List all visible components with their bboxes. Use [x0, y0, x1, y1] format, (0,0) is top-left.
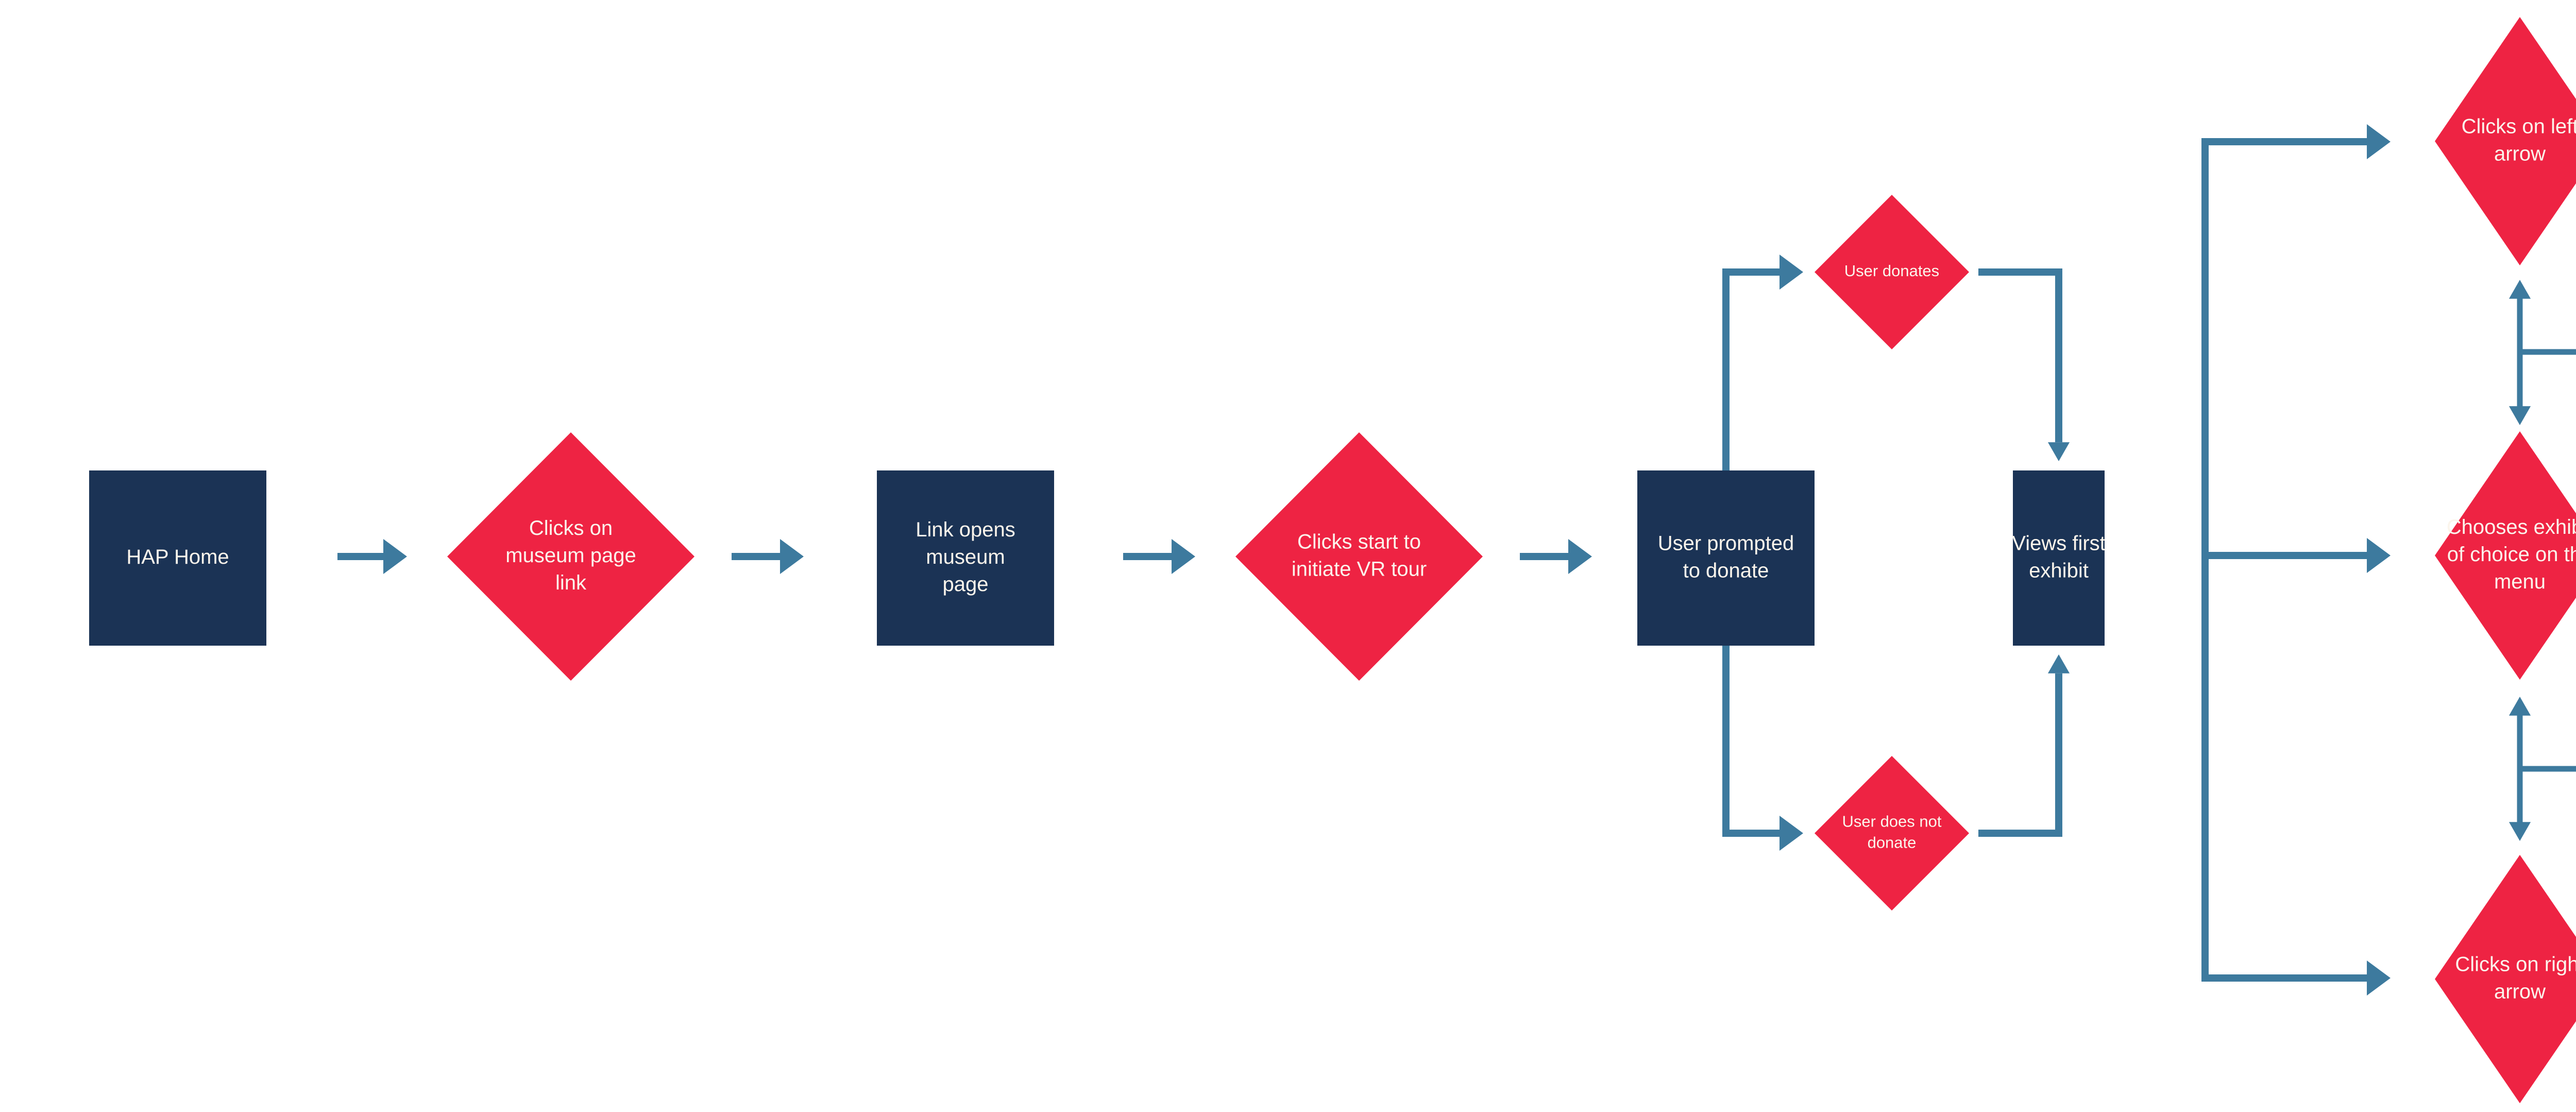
arrow-head-right — [1780, 816, 1803, 851]
connector-line — [1978, 268, 2062, 443]
arrow-head-up — [2509, 697, 2531, 716]
arrow-head-right — [1568, 539, 1592, 574]
node-user-donates[interactable]: User donates — [1815, 195, 1969, 349]
arrow-head-up — [2509, 280, 2531, 299]
connector-c-home-to-link — [337, 539, 407, 574]
arrow-head-right — [780, 539, 804, 574]
connector-c-donates-to-first — [1978, 268, 2070, 461]
decision-diamond[interactable] — [1235, 432, 1483, 681]
arrow-head-down — [2509, 822, 2531, 841]
connector-c-trunk-bottom — [2201, 555, 2391, 996]
decision-diamond[interactable] — [1815, 195, 1969, 349]
connector-c-loop-upper — [2509, 280, 2576, 425]
connector-c-notdonate-to-first — [1978, 654, 2070, 837]
connector-line — [2201, 555, 2367, 982]
decision-diamond[interactable] — [447, 432, 694, 681]
connector-c-loop-lower — [2509, 697, 2576, 841]
decision-diamond[interactable] — [2435, 17, 2576, 265]
connector-c-prompt-to-donates — [1722, 255, 1803, 470]
process-box[interactable] — [1637, 470, 1815, 646]
node-hap-home[interactable]: HAP Home — [89, 470, 266, 646]
decision-diamond[interactable] — [2435, 431, 2576, 680]
arrow-head-right — [1172, 539, 1195, 574]
arrow-head-right — [1780, 255, 1803, 290]
connector-c-start-to-prompt — [1520, 539, 1592, 574]
process-box[interactable] — [877, 470, 1054, 646]
connector-c-trunk-top — [2201, 124, 2391, 555]
arrow-head-right — [2367, 961, 2391, 996]
arrow-head-right — [2367, 538, 2391, 573]
connector-line — [2201, 138, 2367, 555]
arrow-head-down — [2509, 406, 2531, 425]
connector-layer — [337, 124, 2576, 996]
node-label: HAP Home — [126, 546, 229, 568]
connector-line — [1722, 646, 1780, 837]
connector-c-trunk-mid — [2205, 538, 2391, 573]
connector-c-link-to-opens — [732, 539, 804, 574]
arrow-head-down — [2047, 442, 2070, 461]
connector-c-prompt-to-notdonate — [1722, 646, 1803, 851]
connector-line — [1722, 268, 1780, 470]
process-box[interactable] — [89, 470, 266, 646]
decision-diamond[interactable] — [2435, 855, 2576, 1103]
connector-line — [1978, 673, 2062, 837]
arrow-head-right — [383, 539, 407, 574]
arrow-head-up — [2047, 654, 2070, 673]
node-chooses-exhibit[interactable]: Chooses exhibitof choice on themenu — [2435, 431, 2576, 680]
connector-c-opens-to-start — [1123, 539, 1195, 574]
decision-diamond[interactable] — [1815, 756, 1969, 911]
node-label: User donates — [1844, 262, 1939, 280]
node-label: Chooses exhibitof choice on themenu — [2447, 516, 2576, 593]
process-box[interactable] — [2013, 470, 2105, 646]
arrow-head-right — [2367, 124, 2391, 159]
